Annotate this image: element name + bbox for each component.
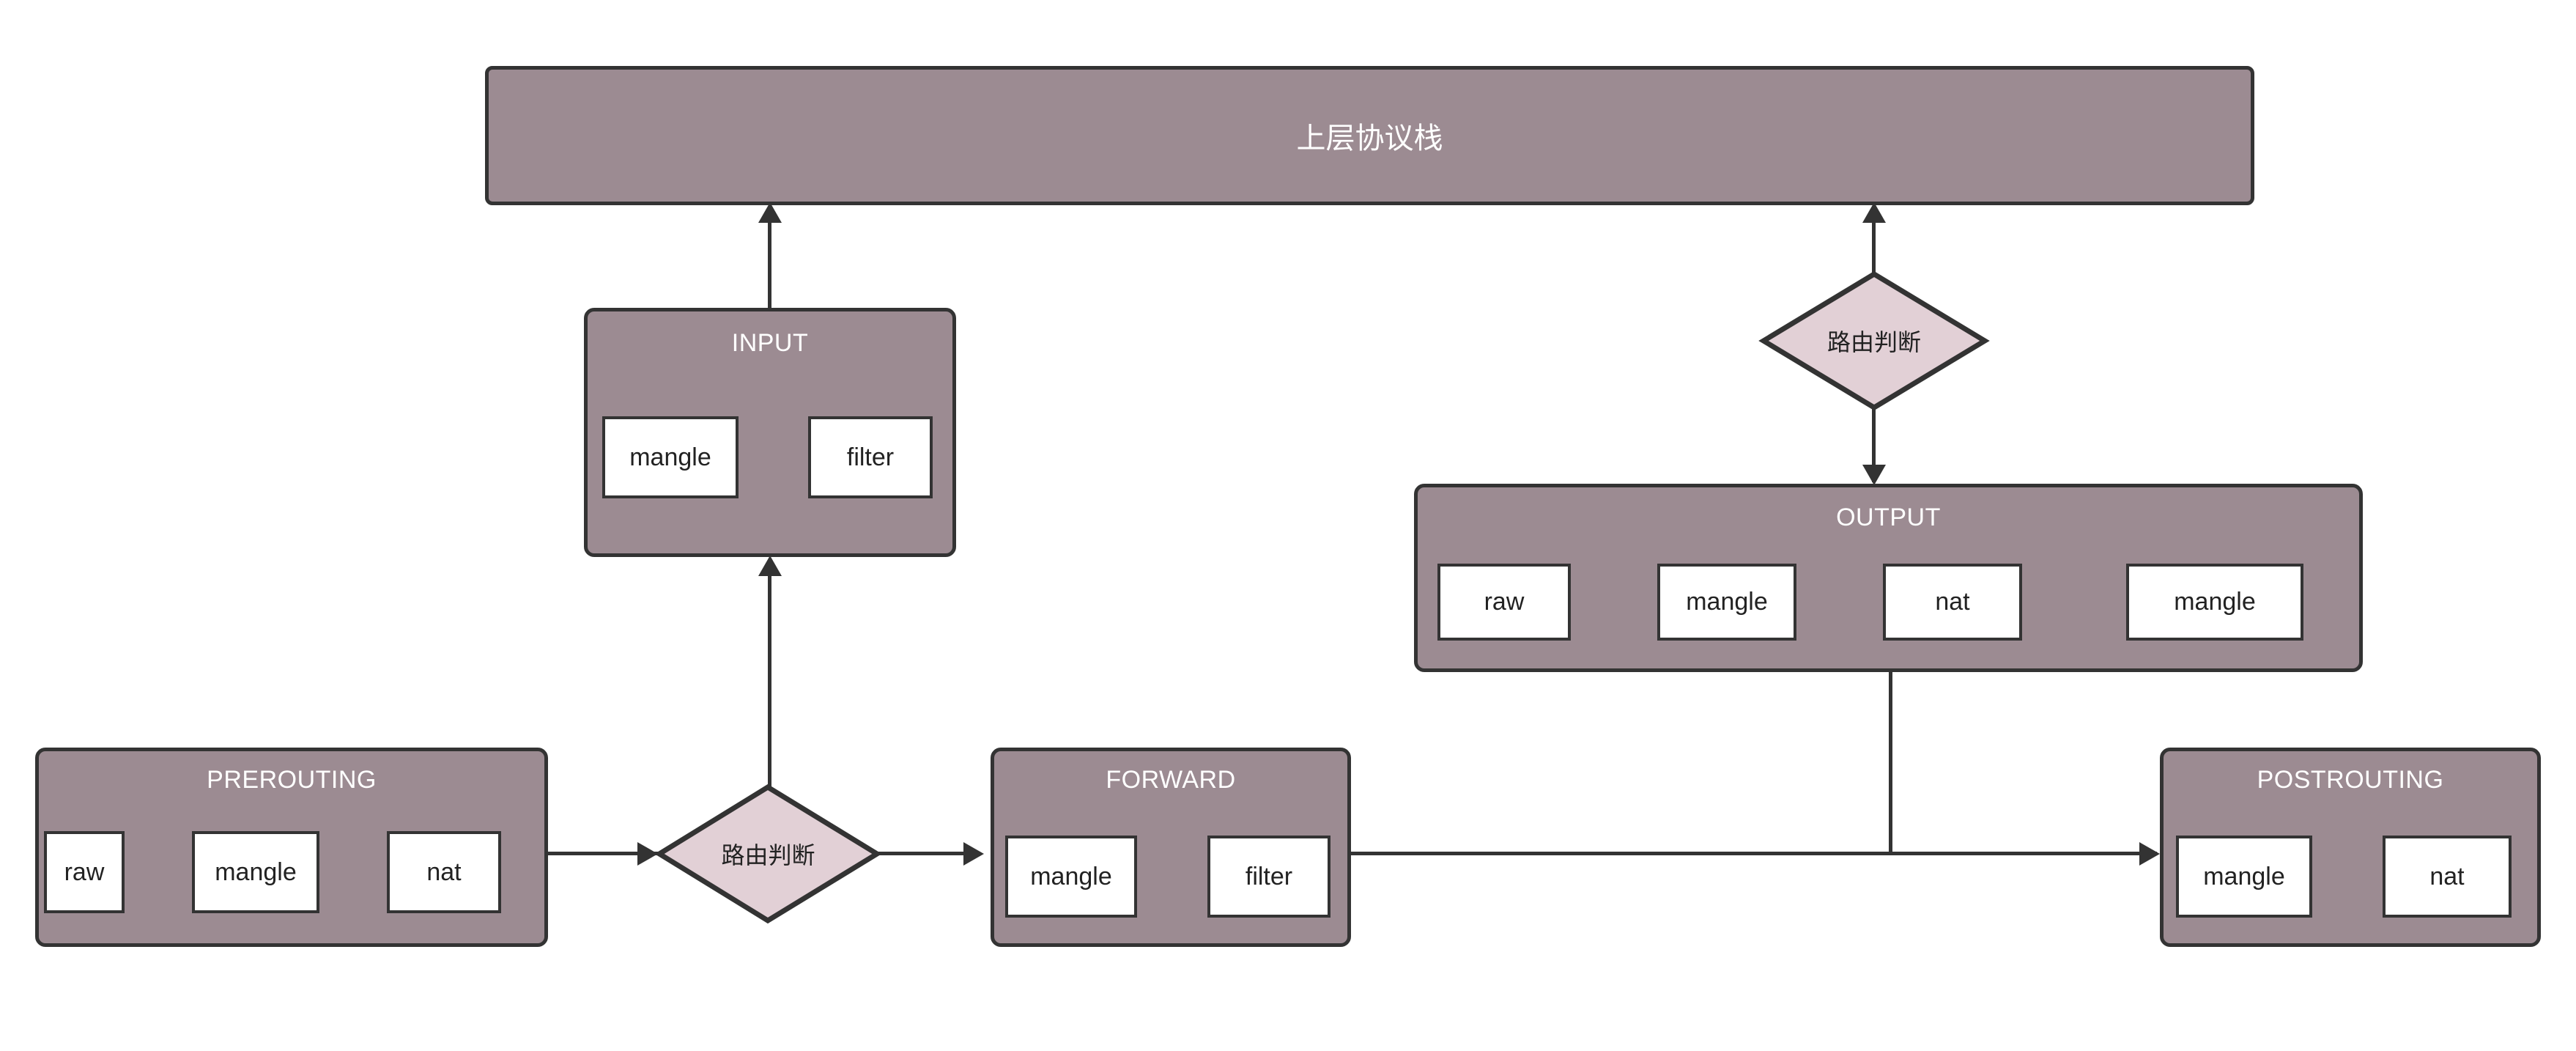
arrowhead-decision-to-input bbox=[758, 556, 782, 576]
table-output-nat[interactable]: nat bbox=[1883, 564, 2022, 641]
table-input-mangle-label: mangle bbox=[629, 443, 711, 471]
table-prerouting-mangle-label: mangle bbox=[215, 858, 297, 886]
wire-upper-decision-to-stack bbox=[1872, 220, 1876, 280]
chain-prerouting-title: PREROUTING bbox=[207, 766, 377, 794]
wire-upper-decision-to-output bbox=[1872, 402, 1876, 482]
chain-output-title: OUTPUT bbox=[1836, 504, 1941, 531]
table-prerouting-nat-label: nat bbox=[426, 858, 462, 886]
table-input-filter-label: filter bbox=[846, 443, 895, 471]
table-postrouting-nat[interactable]: nat bbox=[2383, 836, 2512, 918]
table-prerouting-raw[interactable]: raw bbox=[44, 831, 125, 913]
wire-output-to-postrouting-line bbox=[1889, 671, 1892, 854]
table-input-mangle[interactable]: mangle bbox=[602, 416, 739, 498]
arrowhead-decision-to-forward bbox=[963, 842, 984, 866]
arrowhead-upper-decision-to-output bbox=[1862, 465, 1886, 485]
chain-input-title: INPUT bbox=[731, 329, 809, 357]
chain-forward-title: FORWARD bbox=[1106, 766, 1236, 794]
chain-postrouting-title: POSTROUTING bbox=[2257, 766, 2444, 794]
upper-protocol-stack-box[interactable]: 上层协议栈 bbox=[485, 66, 2254, 205]
table-output-mangle-1[interactable]: mangle bbox=[1657, 564, 1796, 641]
table-output-mangle-2[interactable]: mangle bbox=[2126, 564, 2303, 641]
table-postrouting-mangle[interactable]: mangle bbox=[2176, 836, 2312, 918]
table-prerouting-nat[interactable]: nat bbox=[387, 831, 501, 913]
table-postrouting-nat-label: nat bbox=[2429, 862, 2465, 890]
wire-input-to-stack bbox=[768, 220, 771, 308]
routing-decision-upper-shape bbox=[1758, 270, 1990, 411]
table-forward-mangle[interactable]: mangle bbox=[1005, 836, 1137, 918]
table-output-nat-label: nat bbox=[1935, 588, 1970, 616]
routing-decision-upper[interactable]: 路由判断 bbox=[1758, 270, 1990, 411]
table-forward-filter-label: filter bbox=[1245, 862, 1293, 890]
upper-protocol-stack-label: 上层协议栈 bbox=[1296, 122, 1443, 155]
wire-decision-to-forward bbox=[877, 852, 980, 855]
table-input-filter[interactable]: filter bbox=[808, 416, 933, 498]
wire-prerouting-to-decision bbox=[548, 852, 658, 855]
routing-decision-lower[interactable]: 路由判断 bbox=[654, 783, 882, 924]
table-output-mangle-2-label: mangle bbox=[2174, 588, 2256, 616]
table-forward-mangle-label: mangle bbox=[1030, 862, 1112, 890]
table-output-raw[interactable]: raw bbox=[1437, 564, 1571, 641]
arrowhead-input-to-stack bbox=[758, 202, 782, 223]
table-output-raw-label: raw bbox=[1484, 588, 1525, 616]
routing-decision-lower-shape bbox=[654, 783, 882, 924]
table-forward-filter[interactable]: filter bbox=[1207, 836, 1330, 918]
wire-decision-to-input bbox=[768, 575, 771, 831]
table-prerouting-mangle[interactable]: mangle bbox=[192, 831, 319, 913]
wire-forward-to-postrouting bbox=[1351, 852, 2157, 855]
table-prerouting-raw-label: raw bbox=[64, 858, 105, 886]
table-output-mangle-1-label: mangle bbox=[1686, 588, 1768, 616]
table-postrouting-mangle-label: mangle bbox=[2203, 862, 2285, 890]
arrowhead-upper-decision-to-stack bbox=[1862, 202, 1886, 223]
arrowhead-to-postrouting bbox=[2139, 842, 2160, 866]
